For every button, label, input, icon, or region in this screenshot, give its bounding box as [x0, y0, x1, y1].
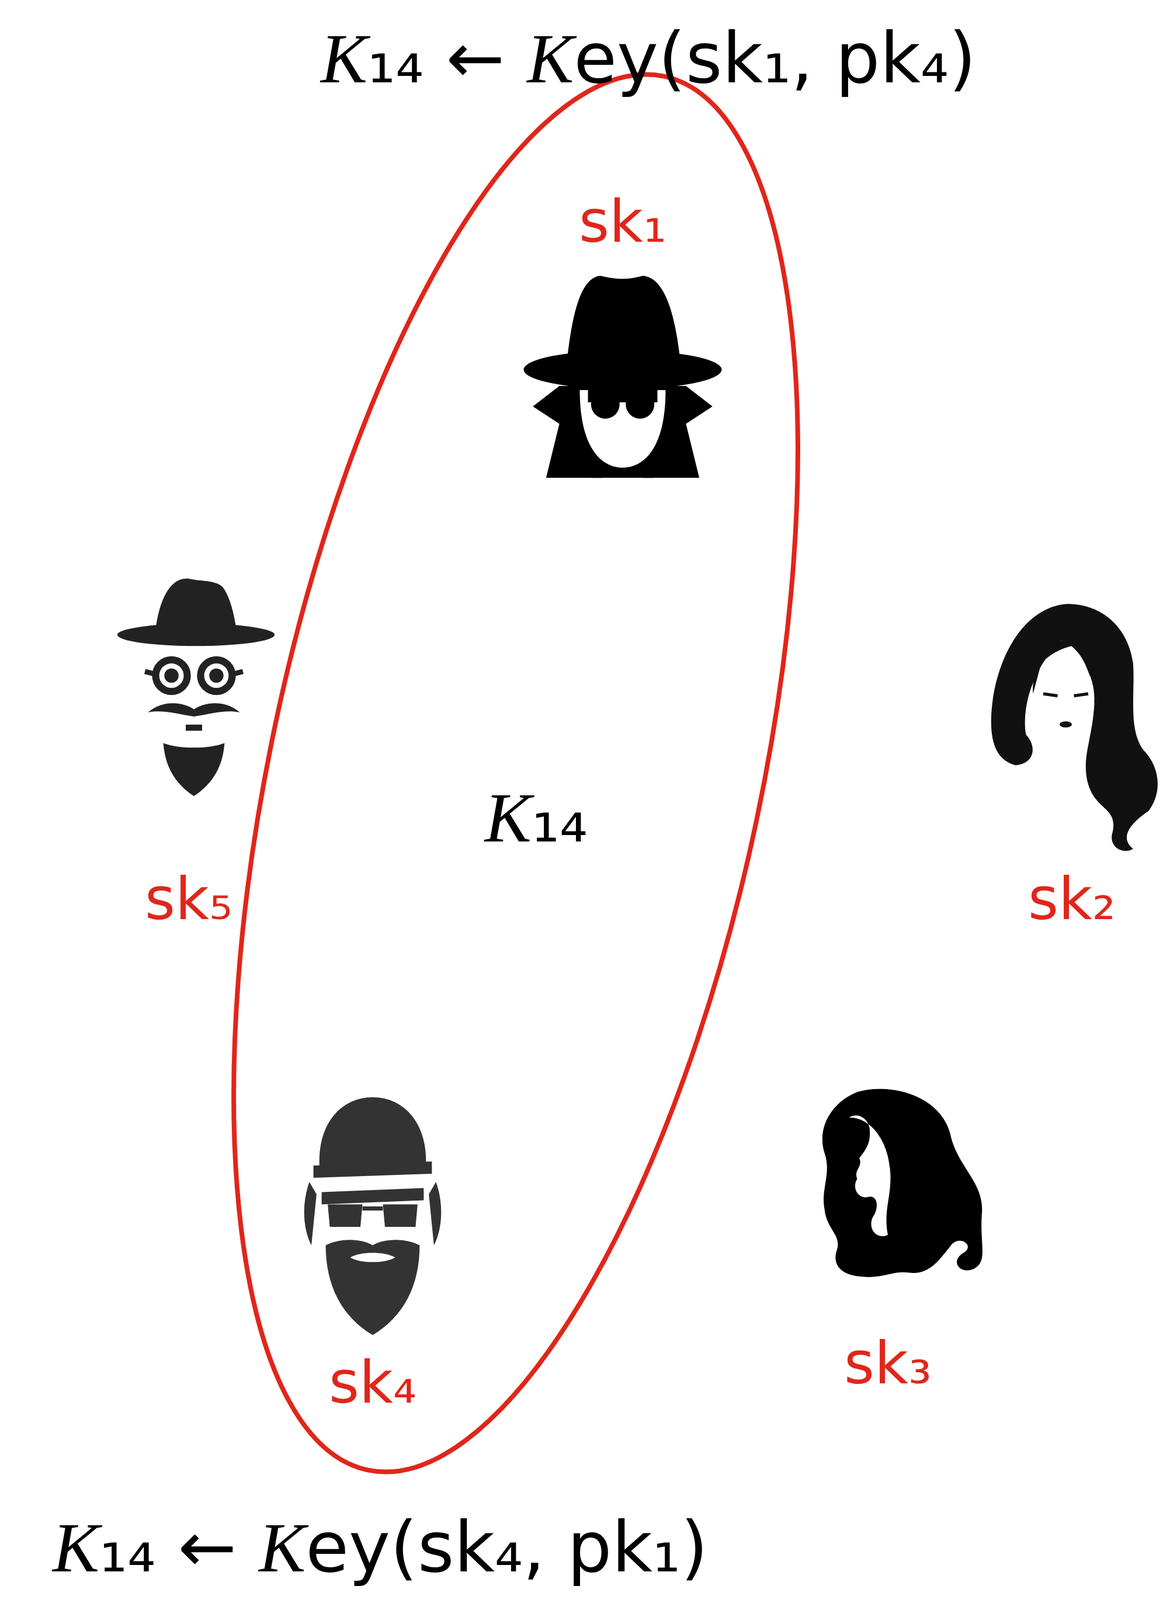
glasses-man-icon: [117, 578, 275, 797]
spy-icon: [523, 275, 722, 478]
curly-woman-icon: [822, 1089, 983, 1278]
secret-key: sk₂: [1028, 864, 1116, 935]
secret-key: sk₃: [844, 1328, 932, 1399]
secret-key: sk₁: [578, 186, 667, 258]
key-formula: K₁₄ ← Key(sk₄, pk₁): [52, 1505, 708, 1591]
woman-icon: [991, 603, 1158, 852]
secret-key: sk₅: [144, 864, 233, 935]
beanie-man-icon: [304, 1097, 442, 1336]
ellipse-outline: [221, 64, 807, 1484]
secret-key: sk₄: [328, 1348, 417, 1419]
shared-key: K₁₄: [484, 775, 588, 861]
key-ellipse: K₁₄: [221, 64, 807, 1484]
key-formula: K₁₄ ← Key(sk₁, pk₄): [320, 16, 977, 102]
